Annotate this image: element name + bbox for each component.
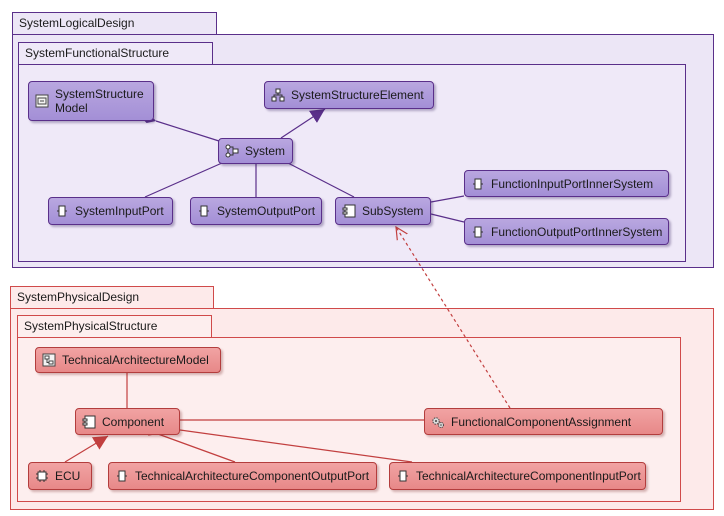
package-label: SystemLogicalDesign <box>19 16 135 30</box>
node-label: TechnicalArchitectureModel <box>62 353 209 367</box>
component-icon <box>342 204 356 218</box>
node-label: SystemOutputPort <box>217 204 316 218</box>
node-functional-component-assignment[interactable]: FunctionalComponentAssignment <box>424 408 663 435</box>
package-label: SystemPhysicalDesign <box>17 290 140 304</box>
node-function-output-port-inner-system[interactable]: FunctionOutputPortInnerSystem <box>464 218 669 245</box>
node-system-structure-element[interactable]: SystemStructureElement <box>264 81 434 109</box>
node-label: SystemStructureElement <box>291 88 424 102</box>
node-subsystem[interactable]: SubSystem <box>335 197 431 225</box>
node-label: TechnicalArchitectureComponentOutputPort <box>135 469 370 483</box>
model-icon <box>35 94 49 108</box>
port-icon <box>471 177 485 191</box>
node-label: TechnicalArchitectureComponentInputPort <box>416 469 641 483</box>
node-technical-architecture-model[interactable]: TechnicalArchitectureModel <box>35 347 221 373</box>
node-label: FunctionInputPortInnerSystem <box>491 176 654 191</box>
node-label: FunctionOutputPortInnerSystem <box>491 224 663 239</box>
package-label: SystemFunctionalStructure <box>25 46 170 60</box>
node-label: Component <box>102 414 165 429</box>
architecture-model-icon <box>42 353 56 367</box>
package-tab-system-physical-structure[interactable]: SystemPhysicalStructure <box>17 315 212 338</box>
node-system-structure-model[interactable]: SystemStructure Model <box>28 81 154 121</box>
node-label: SubSystem <box>362 204 424 218</box>
node-label: SystemStructure Model <box>55 87 144 115</box>
system-icon <box>225 144 239 158</box>
node-label: FunctionalComponentAssignment <box>451 414 632 429</box>
package-tab-system-functional-structure[interactable]: SystemFunctionalStructure <box>18 42 213 65</box>
node-component[interactable]: Component <box>75 408 180 435</box>
node-system[interactable]: System <box>218 138 293 164</box>
port-icon <box>471 225 485 239</box>
hierarchy-icon <box>271 88 285 102</box>
port-icon <box>55 204 69 218</box>
port-icon <box>197 204 211 218</box>
node-tech-arch-component-output-port[interactable]: TechnicalArchitectureComponentOutputPort <box>108 462 377 490</box>
node-system-input-port[interactable]: SystemInputPort <box>48 197 173 225</box>
node-system-output-port[interactable]: SystemOutputPort <box>190 197 322 225</box>
gears-icon <box>431 415 445 429</box>
package-tab-system-logical-design[interactable]: SystemLogicalDesign <box>12 12 217 35</box>
port-icon <box>396 469 410 483</box>
node-label: ECU <box>55 469 81 483</box>
node-label: System <box>245 144 286 158</box>
node-function-input-port-inner-system[interactable]: FunctionInputPortInnerSystem <box>464 170 669 197</box>
node-ecu[interactable]: ECU <box>28 462 92 490</box>
package-tab-system-physical-design[interactable]: SystemPhysicalDesign <box>10 286 214 309</box>
port-icon <box>115 469 129 483</box>
node-label: SystemInputPort <box>75 204 164 218</box>
node-tech-arch-component-input-port[interactable]: TechnicalArchitectureComponentInputPort <box>389 462 646 490</box>
chip-icon <box>35 469 49 483</box>
component-icon <box>82 415 96 429</box>
package-label: SystemPhysicalStructure <box>24 319 158 333</box>
